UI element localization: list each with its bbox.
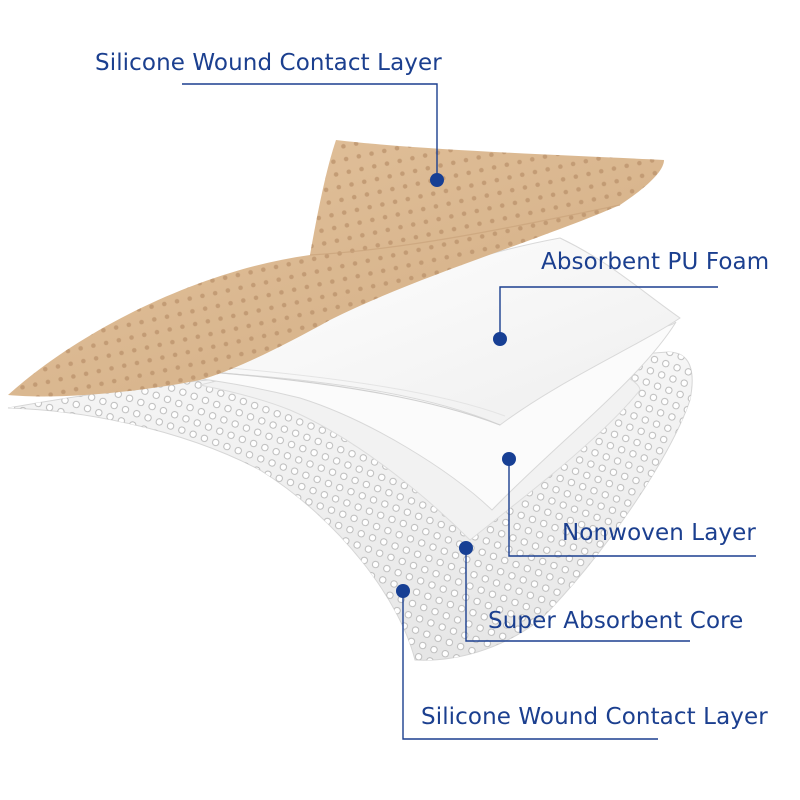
label-nonwoven-layer: Nonwoven Layer <box>562 520 756 546</box>
leader-line-top-silicone <box>182 83 438 180</box>
leader-line-nonwoven <box>508 459 756 557</box>
label-absorbent-pu-foam: Absorbent PU Foam <box>541 249 770 275</box>
label-super-absorbent-core: Super Absorbent Core <box>488 608 744 634</box>
leader-line-absorbent-core <box>465 548 690 642</box>
marker-dot-bottom-silicone <box>396 584 410 598</box>
marker-dot-top-silicone <box>430 173 444 187</box>
label-bottom-silicone-layer: Silicone Wound Contact Layer <box>421 704 768 730</box>
leader-lines <box>182 83 756 740</box>
label-top-silicone-layer: Silicone Wound Contact Layer <box>95 50 442 76</box>
marker-dot-absorbent-core <box>459 541 473 555</box>
top-silicone-layer-shape <box>8 140 664 397</box>
marker-dots <box>396 173 516 598</box>
marker-dot-pu-foam <box>493 332 507 346</box>
leader-line-bottom-silicone <box>402 591 658 740</box>
marker-dot-nonwoven <box>502 452 516 466</box>
leader-line-pu-foam <box>499 286 718 339</box>
